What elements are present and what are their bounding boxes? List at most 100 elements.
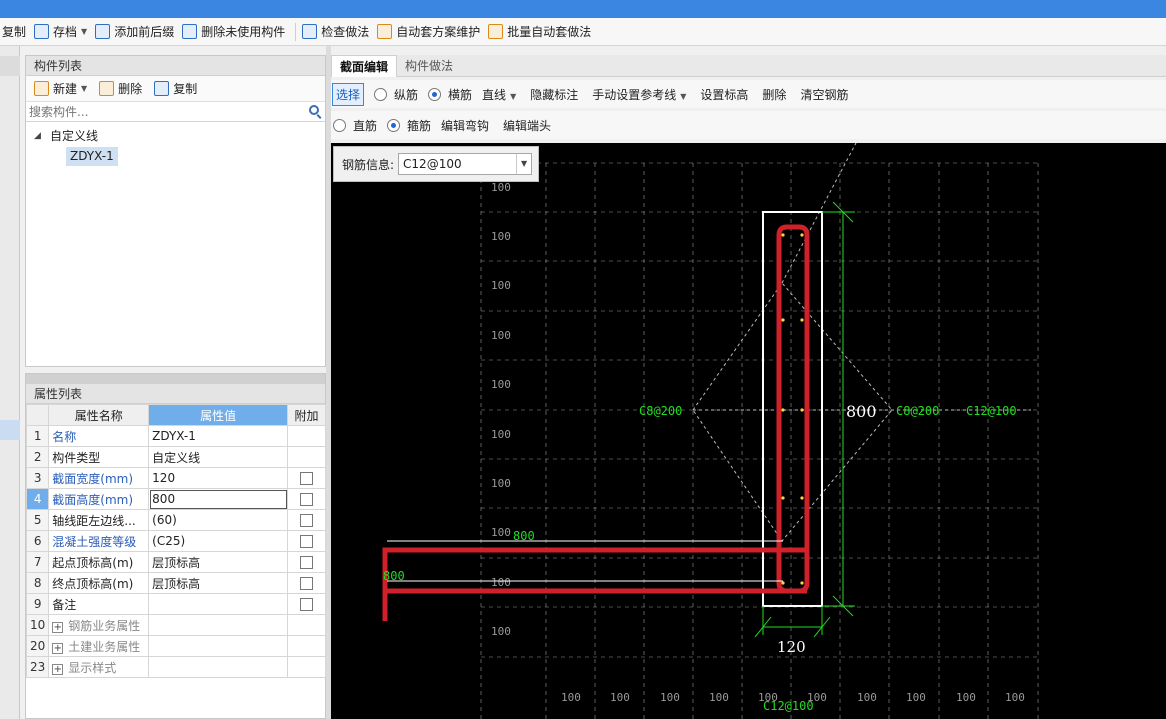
property-row[interactable]: 23+显示样式	[25, 656, 326, 678]
tab-component-method[interactable]: 构件做法	[405, 59, 454, 73]
copy-label: 复制	[173, 82, 198, 96]
property-value[interactable]	[148, 614, 289, 636]
property-value[interactable]: (C25)	[148, 530, 289, 552]
header-extra: 附加	[287, 404, 326, 426]
property-extra	[287, 509, 326, 531]
property-name-label: 土建业务属性	[68, 639, 141, 654]
panel-divider[interactable]	[326, 46, 331, 719]
clear-rebar-button[interactable]: 清空钢筋	[800, 87, 849, 102]
grid-label: 100	[610, 691, 630, 704]
property-value[interactable]: 层顶标高	[148, 551, 289, 573]
radio-straight[interactable]: 直筋	[333, 117, 377, 134]
grid-label: 100	[807, 691, 827, 704]
expand-icon[interactable]: +	[52, 663, 64, 675]
attach-checkbox[interactable]	[300, 472, 313, 485]
delete-rebar-button[interactable]: 删除	[762, 87, 787, 102]
manual-ref-line-dropdown[interactable]: 手动设置参考线▼	[592, 86, 686, 103]
horizontal-dim-label-1: 800	[513, 529, 535, 543]
left-nav-highlight[interactable]	[0, 420, 20, 440]
component-tree: ◢ 自定义线 ZDYX-1	[26, 122, 325, 166]
property-name-label: 钢筋业务属性	[68, 618, 141, 633]
grid-label: 100	[491, 477, 511, 490]
property-name[interactable]: + 钢筋业务属性	[48, 614, 150, 636]
expand-icon[interactable]: +	[52, 621, 64, 633]
tree-item[interactable]: ZDYX-1	[34, 146, 325, 166]
edit-end-button[interactable]: 编辑端头	[503, 118, 552, 133]
tree-collapse-icon[interactable]: ◢	[34, 131, 41, 141]
rebar-info-select[interactable]: C12@100 ▼	[398, 153, 533, 175]
property-value[interactable]: 自定义线	[148, 446, 289, 468]
radio-longitudinal[interactable]: 纵筋	[374, 86, 418, 103]
check-method-button[interactable]: 检查做法	[300, 21, 375, 43]
property-name-label: 终点顶标高(m)	[52, 576, 134, 591]
bottom-rebar-label: C12@100	[763, 699, 814, 713]
property-name: 起点顶标高(m)	[48, 551, 150, 573]
radio-transverse[interactable]: 横筋	[428, 86, 472, 103]
property-name[interactable]: + 显示样式	[48, 656, 150, 678]
delete-icon	[99, 81, 115, 96]
check-method-label: 检查做法	[321, 25, 370, 39]
save-button[interactable]: 存档 ▼	[32, 21, 93, 43]
property-row[interactable]: 10+钢筋业务属性	[25, 614, 326, 636]
property-name[interactable]: + 土建业务属性	[48, 635, 150, 657]
add-affix-button[interactable]: 添加前后缀	[93, 21, 180, 43]
property-extra	[287, 656, 326, 678]
tab-section-edit[interactable]: 截面编辑	[331, 55, 398, 77]
search-icon[interactable]	[309, 105, 319, 115]
delete-component-button[interactable]: 删除	[97, 78, 152, 100]
property-row-number: 7	[25, 551, 50, 573]
attach-checkbox[interactable]	[300, 598, 313, 611]
property-value[interactable]: ZDYX-1	[148, 425, 289, 447]
scheme-maintain-button[interactable]: 自动套方案维护	[375, 21, 486, 43]
select-button[interactable]: 选择	[332, 82, 365, 106]
property-name-label: 轴线距左边线...	[52, 513, 136, 528]
batch-auto-button[interactable]: 批量自动套做法	[486, 21, 597, 43]
attach-checkbox[interactable]	[300, 535, 313, 548]
property-value[interactable]: 层顶标高	[148, 572, 289, 594]
chevron-down-icon: ▼	[81, 84, 88, 93]
left-nav-band	[0, 56, 20, 76]
new-component-button[interactable]: 新建 ▼	[32, 78, 97, 100]
edit-hook-button[interactable]: 编辑弯钩	[441, 118, 490, 133]
property-row[interactable]: 20+ 土建业务属性	[25, 635, 326, 657]
attach-checkbox[interactable]	[300, 577, 313, 590]
copy-component-button[interactable]: 复制	[152, 78, 207, 100]
property-value[interactable]: 800	[148, 488, 289, 510]
property-name-label: 显示样式	[68, 660, 117, 675]
set-elevation-button[interactable]: 设置标高	[700, 87, 749, 102]
delete-unused-button[interactable]: 删除未使用构件	[180, 21, 291, 43]
line-mode-dropdown[interactable]: 直线▼	[482, 86, 516, 103]
search-input[interactable]	[26, 102, 325, 121]
property-value[interactable]	[148, 656, 289, 678]
attach-checkbox[interactable]	[300, 556, 313, 569]
header-rownum	[25, 404, 50, 426]
property-value[interactable]	[148, 593, 289, 615]
tree-group[interactable]: ◢ 自定义线	[34, 126, 325, 146]
property-row-number: 20	[25, 635, 50, 657]
attach-checkbox[interactable]	[300, 493, 313, 506]
expand-icon[interactable]: +	[52, 642, 64, 654]
property-value[interactable]: 120	[148, 467, 289, 489]
chevron-down-icon[interactable]: ▼	[516, 154, 531, 174]
property-extra	[287, 614, 326, 636]
copy-button[interactable]: 复制	[0, 21, 32, 43]
attach-checkbox[interactable]	[300, 514, 313, 527]
hide-annotation-button[interactable]: 隐藏标注	[530, 87, 579, 102]
property-value[interactable]: (60)	[148, 509, 289, 531]
panel-splitter[interactable]	[26, 374, 325, 384]
manual-ref-line-label: 手动设置参考线	[592, 87, 677, 102]
radio-stirrup[interactable]: 箍筋	[387, 117, 431, 134]
property-value[interactable]	[148, 635, 289, 657]
